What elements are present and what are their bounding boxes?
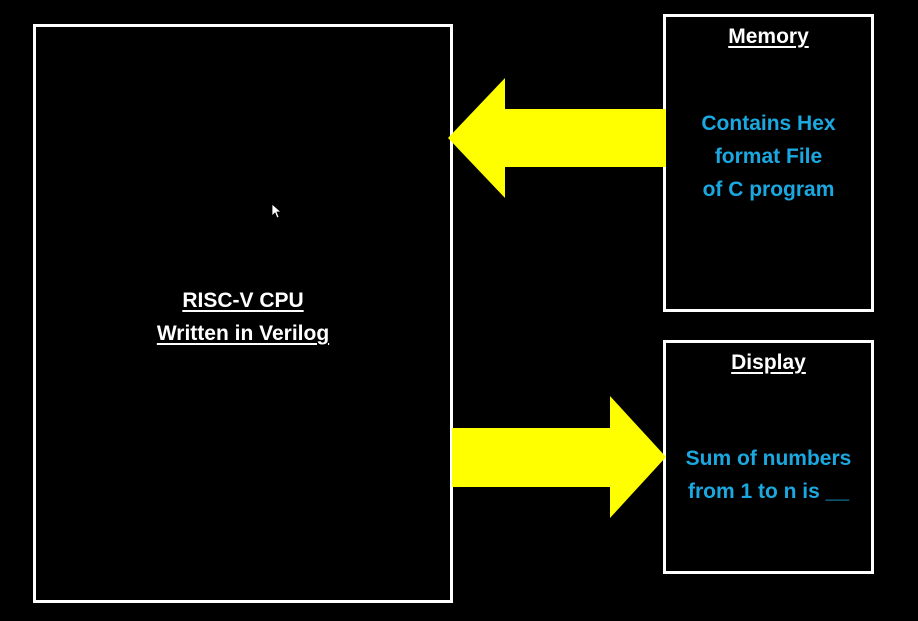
display-description: Sum of numbers from 1 to n is __ <box>666 442 871 508</box>
display-box: Display Sum of numbers from 1 to n is __ <box>663 340 874 574</box>
cpu-to-display-arrow-shape <box>452 396 666 518</box>
memory-to-cpu-arrow-shape <box>448 78 666 198</box>
memory-to-cpu-arrow <box>448 78 666 198</box>
memory-box: Memory Contains Hex format File of C pro… <box>663 14 874 312</box>
cpu-label-line-2: Written in Verilog <box>156 322 330 345</box>
cpu-box: RISC-V CPU Written in Verilog <box>33 24 453 603</box>
cpu-to-display-arrow <box>452 396 666 518</box>
memory-line-3: of C program <box>702 178 835 201</box>
display-line-2: from 1 to n is __ <box>687 480 850 503</box>
memory-description: Contains Hex format File of C program <box>666 107 871 206</box>
cpu-label-line-1: RISC-V CPU <box>182 289 304 312</box>
cpu-label: RISC-V CPU Written in Verilog <box>36 284 450 350</box>
memory-line-2: format File <box>714 145 823 168</box>
display-title: Display <box>731 351 806 374</box>
mouse-cursor-icon <box>271 203 281 219</box>
memory-line-1: Contains Hex <box>701 112 836 135</box>
display-line-1: Sum of numbers <box>685 447 852 470</box>
memory-title: Memory <box>728 25 809 48</box>
